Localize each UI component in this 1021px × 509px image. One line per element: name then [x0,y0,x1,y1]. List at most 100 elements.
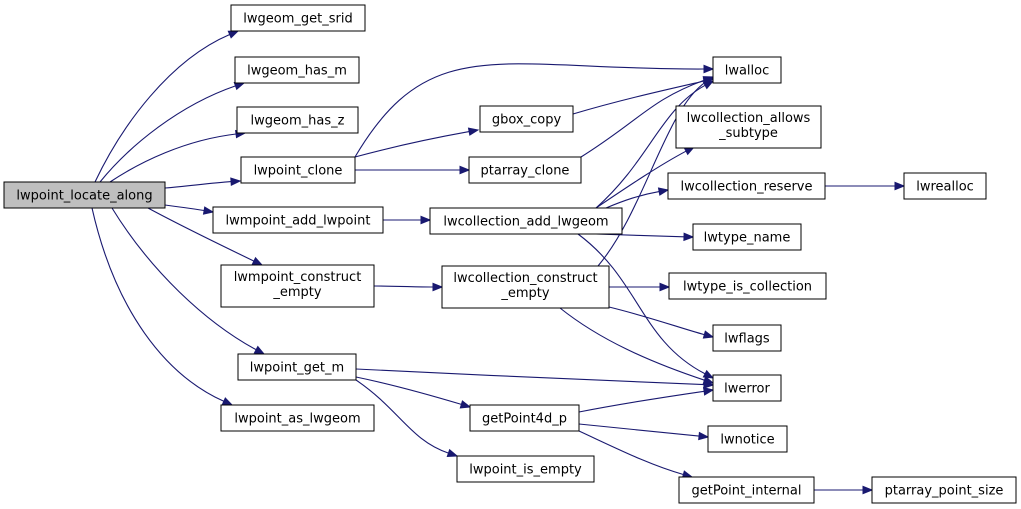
edge-arrowhead [202,206,215,215]
node-box [479,105,574,133]
edge-line [355,376,462,405]
edge-lwpoint_clone-to-gbox_copy [354,127,480,158]
edge-line [559,307,705,381]
node-box [3,181,166,209]
edge-lwmpoint_add_lwpoint-to-lwcollection_add_lwgeom [383,215,432,225]
node-label: lwmpoint_add_lwpoint [226,214,371,229]
node-lwgeom-get-srid[interactable]: lwgeom_get_srid [230,4,366,32]
node-box [234,56,360,84]
node-lwtype-is-collection[interactable]: lwtype_is_collection [668,272,827,300]
edge-arrowhead [227,30,240,39]
node-label: lwerror [724,382,770,397]
node-box [456,455,595,483]
node-box [871,476,1017,504]
node-lwmpoint-construct-empty[interactable]: lwmpoint_construct_empty [220,264,375,308]
node-label: lwcollection_construct [453,271,597,286]
node-getPoint-internal[interactable]: getPoint_internal [678,476,815,504]
node-label: lwflags [724,332,770,347]
node-label: lwpoint_clone [254,164,343,179]
edge-lwpoint_clone-to-lwalloc [354,63,715,158]
node-box [712,374,782,402]
edge-line [597,81,706,267]
node-box [707,425,788,453]
call-graph-edges [91,30,906,495]
edge-line [94,33,230,183]
node-label: _empty [500,286,550,301]
edge-lwcollection_construct_empty-to-lwflags [608,306,715,339]
node-box [236,106,359,134]
node-box [692,223,802,251]
node-label: getPoint4d_p [482,412,567,427]
node-box [668,272,827,300]
node-lwgeom-has-z[interactable]: lwgeom_has_z [236,106,359,134]
edge-line [572,80,705,115]
node-label: lwmpoint_construct [234,270,362,285]
edge-arrowhead [703,387,715,396]
node-lwcollection-allows-subtype[interactable]: lwcollection_allows_subtype [675,105,822,149]
edge-line [99,85,236,183]
node-lwalloc[interactable]: lwalloc [712,56,782,84]
node-lwcollection-add-lwgeom[interactable]: lwcollection_add_lwgeom [429,207,623,235]
edge-arrowhead [467,127,480,136]
node-label: lwrealloc [916,180,974,195]
edge-arrowhead [683,232,695,242]
edge-line [355,368,705,386]
edge-arrowhead [894,181,906,191]
edge-line [355,379,449,454]
node-ptarray-point-size[interactable]: ptarray_point_size [871,476,1017,504]
call-graph-nodes: lwpoint_locate_along lwgeom_get_sridlwgeo… [3,4,1017,504]
edge-lwpoint_locate_along-to-lwgeom_get_srid [94,30,240,183]
edge-lwpoint_clone-to-ptarray_clone [355,165,471,175]
node-box [441,265,610,309]
edge-getPoint4d_p-to-lwnotice [578,423,710,441]
node-label: ptarray_point_size [885,484,1004,499]
edge-line [605,191,660,209]
node-gbox-copy[interactable]: gbox_copy [479,105,574,133]
edge-line [354,131,470,158]
node-lwpoint-clone[interactable]: lwpoint_clone [240,156,356,184]
node-lwpoint-get-m[interactable]: lwpoint_get_m [237,353,357,381]
node-ptarray-clone[interactable]: ptarray_clone [468,156,582,184]
node-box [237,353,357,381]
edge-line [595,84,706,209]
node-lwmpoint-add-lwpoint[interactable]: lwmpoint_add_lwpoint [212,206,384,234]
edge-arrowhead [230,177,242,186]
edge-lwpoint_locate_along-to-lwmpoint_construct_empty [147,207,264,266]
node-lwpoint-is-empty[interactable]: lwpoint_is_empty [456,455,595,483]
edge-line [91,207,225,402]
node-label: lwcollection_add_lwgeom [443,215,608,230]
edge-lwpoint_get_m-to-getPoint4d_p [355,376,472,409]
node-label: lwcollection_reserve [681,180,813,195]
node-lwtype-name[interactable]: lwtype_name [692,223,802,251]
node-lwpoint-locate-along[interactable]: lwpoint_locate_along [3,181,166,209]
edge-lwcollection_construct_empty-to-lwtype_is_collection [609,282,671,292]
node-lwrealloc[interactable]: lwrealloc [903,172,987,200]
edge-line [595,150,687,209]
node-getPoint4d-p[interactable]: getPoint4d_p [469,404,580,432]
node-lwnotice[interactable]: lwnotice [707,425,788,453]
edge-lwcollection_construct_empty-to-lwerror [559,307,715,385]
node-box [240,156,356,184]
node-label: lwgeom_has_m [247,64,347,79]
edge-arrowhead [459,400,472,409]
node-label: lwgeom_get_srid [243,12,352,27]
node-lwcollection-reserve[interactable]: lwcollection_reserve [667,172,826,200]
node-box [220,264,375,308]
node-lwcollection-construct-empty[interactable]: lwcollection_construct_empty [441,265,610,309]
edge-lwpoint_locate_along-to-lwmpoint_add_lwpoint [164,204,215,215]
edge-arrowhead [862,485,874,495]
node-label: lwgeom_has_z [251,114,345,129]
node-lwpoint-as-lwgeom[interactable]: lwpoint_as_lwgeom [220,404,375,432]
node-box [667,172,826,200]
node-lwgeom-has-m[interactable]: lwgeom_has_m [234,56,360,84]
node-label: lwpoint_is_empty [469,463,582,478]
edge-arrowhead [233,81,246,91]
edge-arrowhead [657,187,670,196]
node-lwerror[interactable]: lwerror [712,374,782,402]
node-lwflags[interactable]: lwflags [712,324,782,352]
node-box [220,404,375,432]
edge-lwpoint_locate_along-to-lwpoint_clone [164,177,242,189]
edge-lwpoint_locate_along-to-lwpoint_get_m [111,207,266,355]
edge-arrowhead [253,345,266,355]
node-box [675,105,822,149]
